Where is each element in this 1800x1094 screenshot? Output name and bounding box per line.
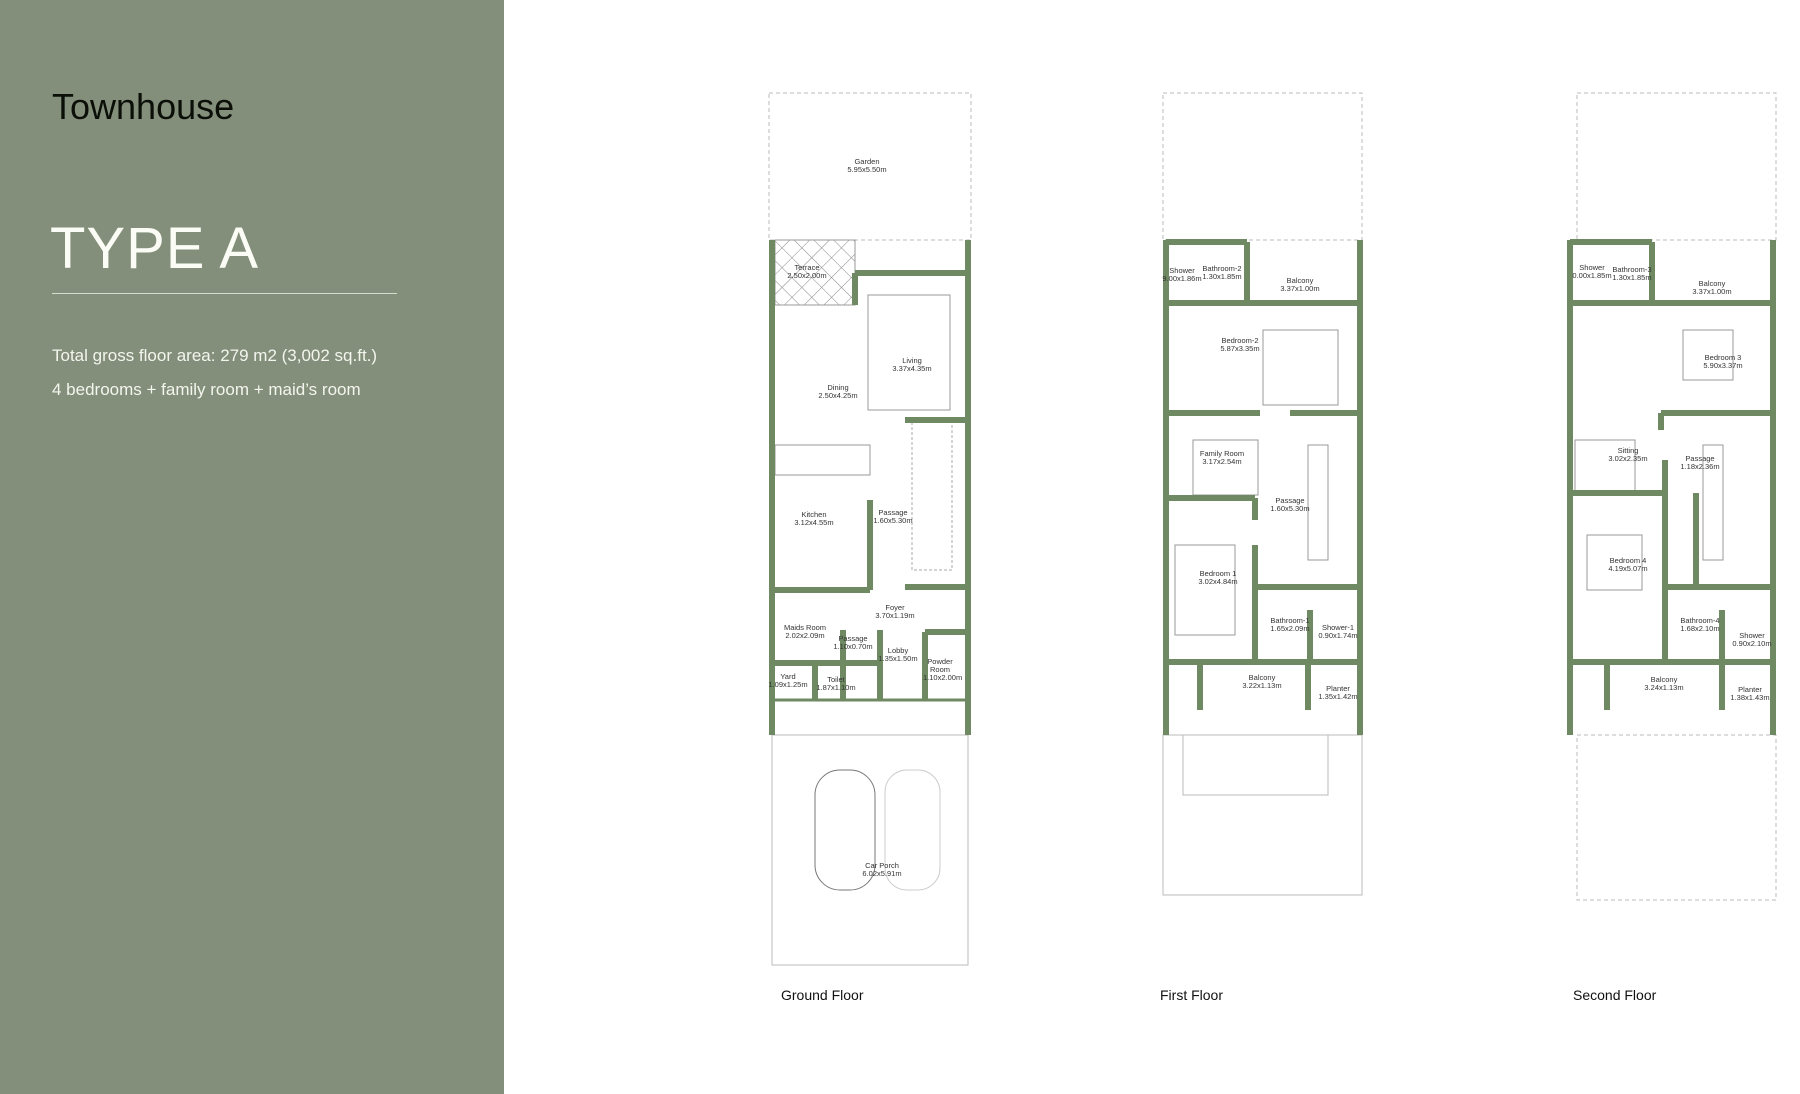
page-title: Townhouse (52, 86, 235, 127)
unit-type-heading: TYPE A (50, 216, 260, 281)
rooms-summary-text: 4 bedrooms + family room + maid’s room (52, 380, 361, 399)
first-floor-label: First Floor (1160, 987, 1223, 1003)
first-floor-plan (1162, 92, 1363, 896)
second-floor-label: Second Floor (1573, 987, 1657, 1003)
ground-floor-label: Ground Floor (781, 987, 864, 1003)
divider (52, 293, 397, 294)
info-panel: Townhouse TYPE A Total gross floor area:… (0, 0, 504, 1094)
gross-area-text: Total gross floor area: 279 m2 (3,002 sq… (52, 346, 378, 365)
second-floor-plan (1567, 92, 1777, 901)
ground-floor-plan (768, 92, 972, 966)
